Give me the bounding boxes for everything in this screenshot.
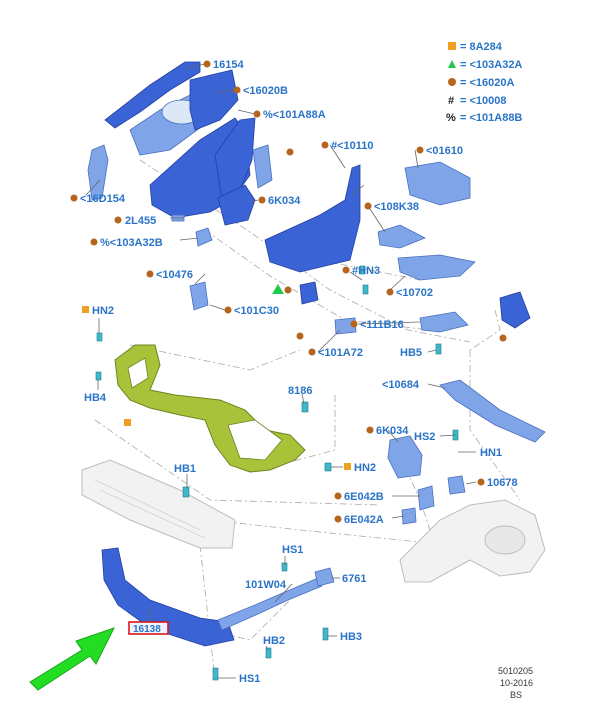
callout-labels: 16154 <16020B %<101A88A <16D154 2L455 %<…: [70, 59, 518, 685]
label-6e042a: 6E042A: [344, 514, 384, 526]
label-10678: 10678: [487, 477, 518, 489]
footer-stamp: 5010205 10-2016 BS: [498, 666, 533, 700]
label-hs1-upper: HS1: [282, 544, 303, 556]
leader-lines: [85, 63, 477, 679]
bumper-beam: [81, 459, 236, 549]
label-hn2-lower: HN2: [354, 462, 376, 474]
label-6e042b: 6E042B: [344, 491, 384, 503]
lower-crossmember-16138: [101, 547, 335, 647]
label-101a88a: %<101A88A: [263, 109, 326, 121]
label-103a32b: %<103A32B: [100, 237, 163, 249]
green-radiator-support: [114, 344, 306, 473]
legend-item-2: = <103A32A: [460, 59, 522, 71]
label-hb3: HB3: [340, 631, 362, 643]
legend-item-4: = <10008: [460, 95, 507, 107]
label-108k38: <108K38: [374, 201, 419, 213]
apron-assembly: [104, 61, 256, 219]
legend: = 8A284 = <103A32A = <16020A # = <10008 …: [446, 41, 522, 124]
label-101c30: <101C30: [234, 305, 279, 317]
label-hb5: HB5: [400, 347, 422, 359]
label-6761: 6761: [342, 573, 366, 585]
bracket-16d154: [87, 144, 109, 201]
legend-symbol-hash: #: [448, 95, 454, 107]
center-brackets: [387, 435, 466, 525]
body-side: [399, 499, 546, 583]
label-6k034-upper: 6K034: [268, 195, 301, 207]
label-101w04: 101W04: [245, 579, 287, 591]
label-16138: 16138: [133, 624, 161, 635]
upper-right-parts: [377, 161, 546, 443]
label-16154: 16154: [213, 59, 244, 71]
footer-date: 10-2016: [500, 678, 533, 688]
label-6k034-lower: 6K034: [376, 425, 409, 437]
highlight-box: [128, 621, 169, 635]
label-10684: <10684: [382, 379, 420, 391]
label-101a72: <101A72: [318, 347, 363, 359]
label-8186: 8186: [288, 385, 312, 397]
label-10702: <10702: [396, 287, 433, 299]
upper-rail-10110: [264, 164, 361, 335]
legend-symbol-percent: %: [446, 112, 456, 124]
label-hn2-upper: HN2: [92, 305, 114, 317]
label-hn1: HN1: [480, 447, 502, 459]
label-16d154: <16D154: [80, 193, 126, 205]
green-arrow: [29, 627, 115, 691]
label-2l455: 2L455: [125, 215, 156, 227]
label-111b16: <111B16: [360, 319, 404, 331]
label-hs1-lower: HS1: [239, 673, 260, 685]
legend-item-1: = 8A284: [460, 41, 503, 53]
label-10476: <10476: [156, 269, 193, 281]
label-10110: #<10110: [331, 140, 374, 152]
label-16020b: <16020B: [243, 85, 288, 97]
legend-item-5: = <101A88B: [460, 112, 522, 124]
part-markers: [124, 148, 507, 426]
label-hn3: #HN3: [352, 265, 380, 277]
label-01610: <01610: [426, 145, 463, 157]
footer-initials: BS: [510, 690, 522, 700]
label-hs2: HS2: [414, 431, 435, 443]
legend-item-3: = <16020A: [460, 77, 514, 89]
label-hb1: HB1: [174, 463, 196, 475]
footer-code: 5010205: [498, 666, 533, 676]
small-brackets-left: [171, 144, 273, 311]
label-hb2: HB2: [263, 635, 285, 647]
label-hb4: HB4: [84, 392, 107, 404]
